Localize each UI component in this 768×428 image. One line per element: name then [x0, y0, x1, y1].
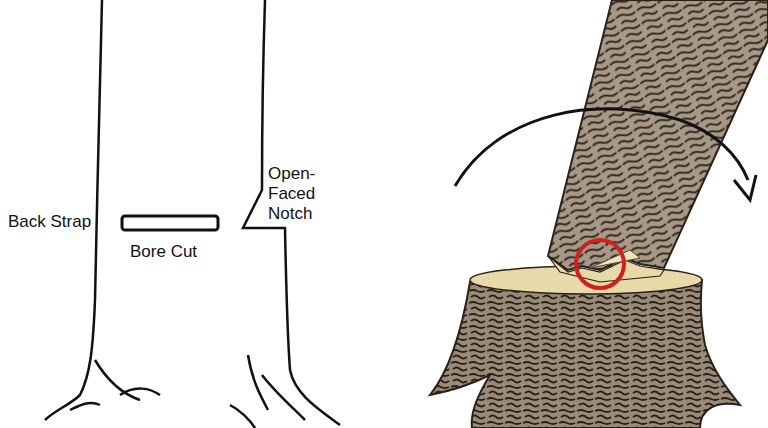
- bore-cut-label: Bore Cut: [130, 242, 197, 262]
- notch-label: Open-Faced Notch: [268, 164, 358, 224]
- falling-trunk: [548, 0, 768, 282]
- fall-direction-arrow: [455, 109, 756, 200]
- stump: [430, 266, 740, 428]
- bore-cut: [122, 216, 218, 230]
- back-strap-label: Back Strap: [8, 212, 91, 232]
- hinge-highlight: [576, 240, 624, 288]
